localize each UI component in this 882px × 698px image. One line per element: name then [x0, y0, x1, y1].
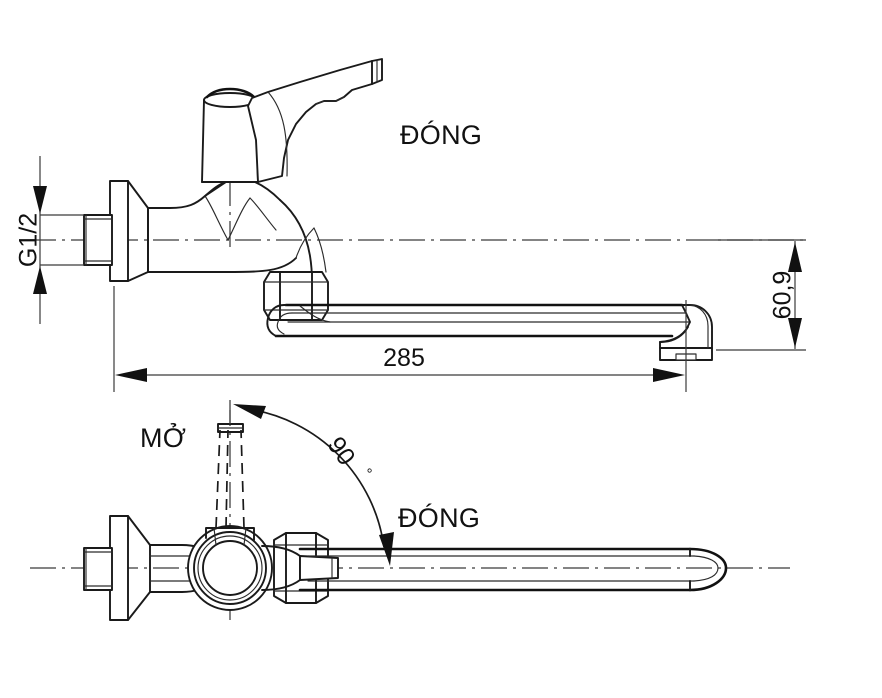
dimension-value-reach: 285: [383, 344, 425, 372]
spout-elbow: [279, 199, 327, 283]
bonnet-housing: [201, 87, 259, 183]
inlet-thread-nipple: [83, 214, 113, 266]
plan-wall-flange: [109, 515, 151, 621]
plan-swivel-joint: [187, 525, 273, 611]
plan-spout-end-cap: [688, 547, 728, 592]
dimension-value-height: 60,9: [769, 271, 797, 320]
dim-arrow-609-bottom: [788, 318, 802, 348]
angle-arrow-close-side: [379, 532, 394, 566]
lever-handle: [247, 58, 383, 183]
label-close-top: ĐÓNG: [400, 119, 482, 150]
plan-swivel-collar: [261, 545, 339, 591]
angle-value: 90: [322, 432, 361, 471]
plan-inlet-thread: [83, 547, 113, 591]
label-open-bottom: MỞ: [140, 421, 186, 453]
dim-arrow-609-top: [788, 242, 802, 272]
label-close-bottom: ĐÓNG: [398, 502, 480, 533]
dim-arrow-g12-top: [33, 186, 47, 214]
angle-arrow-open-side: [233, 404, 266, 419]
swivel-spout: [266, 303, 713, 361]
side-elevation-view: G1/2 285: [15, 58, 806, 392]
plan-spout-tube: [298, 547, 728, 592]
valve-body: [147, 181, 297, 273]
plan-view: 90 ° MỞ ĐÓNG: [30, 400, 790, 621]
dimension-285: 285: [113, 286, 687, 392]
plan-handle-dashed: [205, 423, 255, 546]
angle-arc: [247, 408, 385, 548]
dimension-value-thread: G1/2: [15, 213, 43, 267]
dimension-609: 60,9: [712, 239, 806, 351]
dimension-g12: G1/2: [15, 156, 84, 324]
angle-degree-symbol: °: [358, 465, 375, 480]
dim-arrow-285-left: [115, 368, 147, 382]
dim-arrow-g12-bottom: [33, 266, 47, 294]
wall-flange: [109, 180, 149, 282]
dim-arrow-285-right: [653, 368, 685, 382]
swivel-hex-nut: [263, 271, 329, 321]
